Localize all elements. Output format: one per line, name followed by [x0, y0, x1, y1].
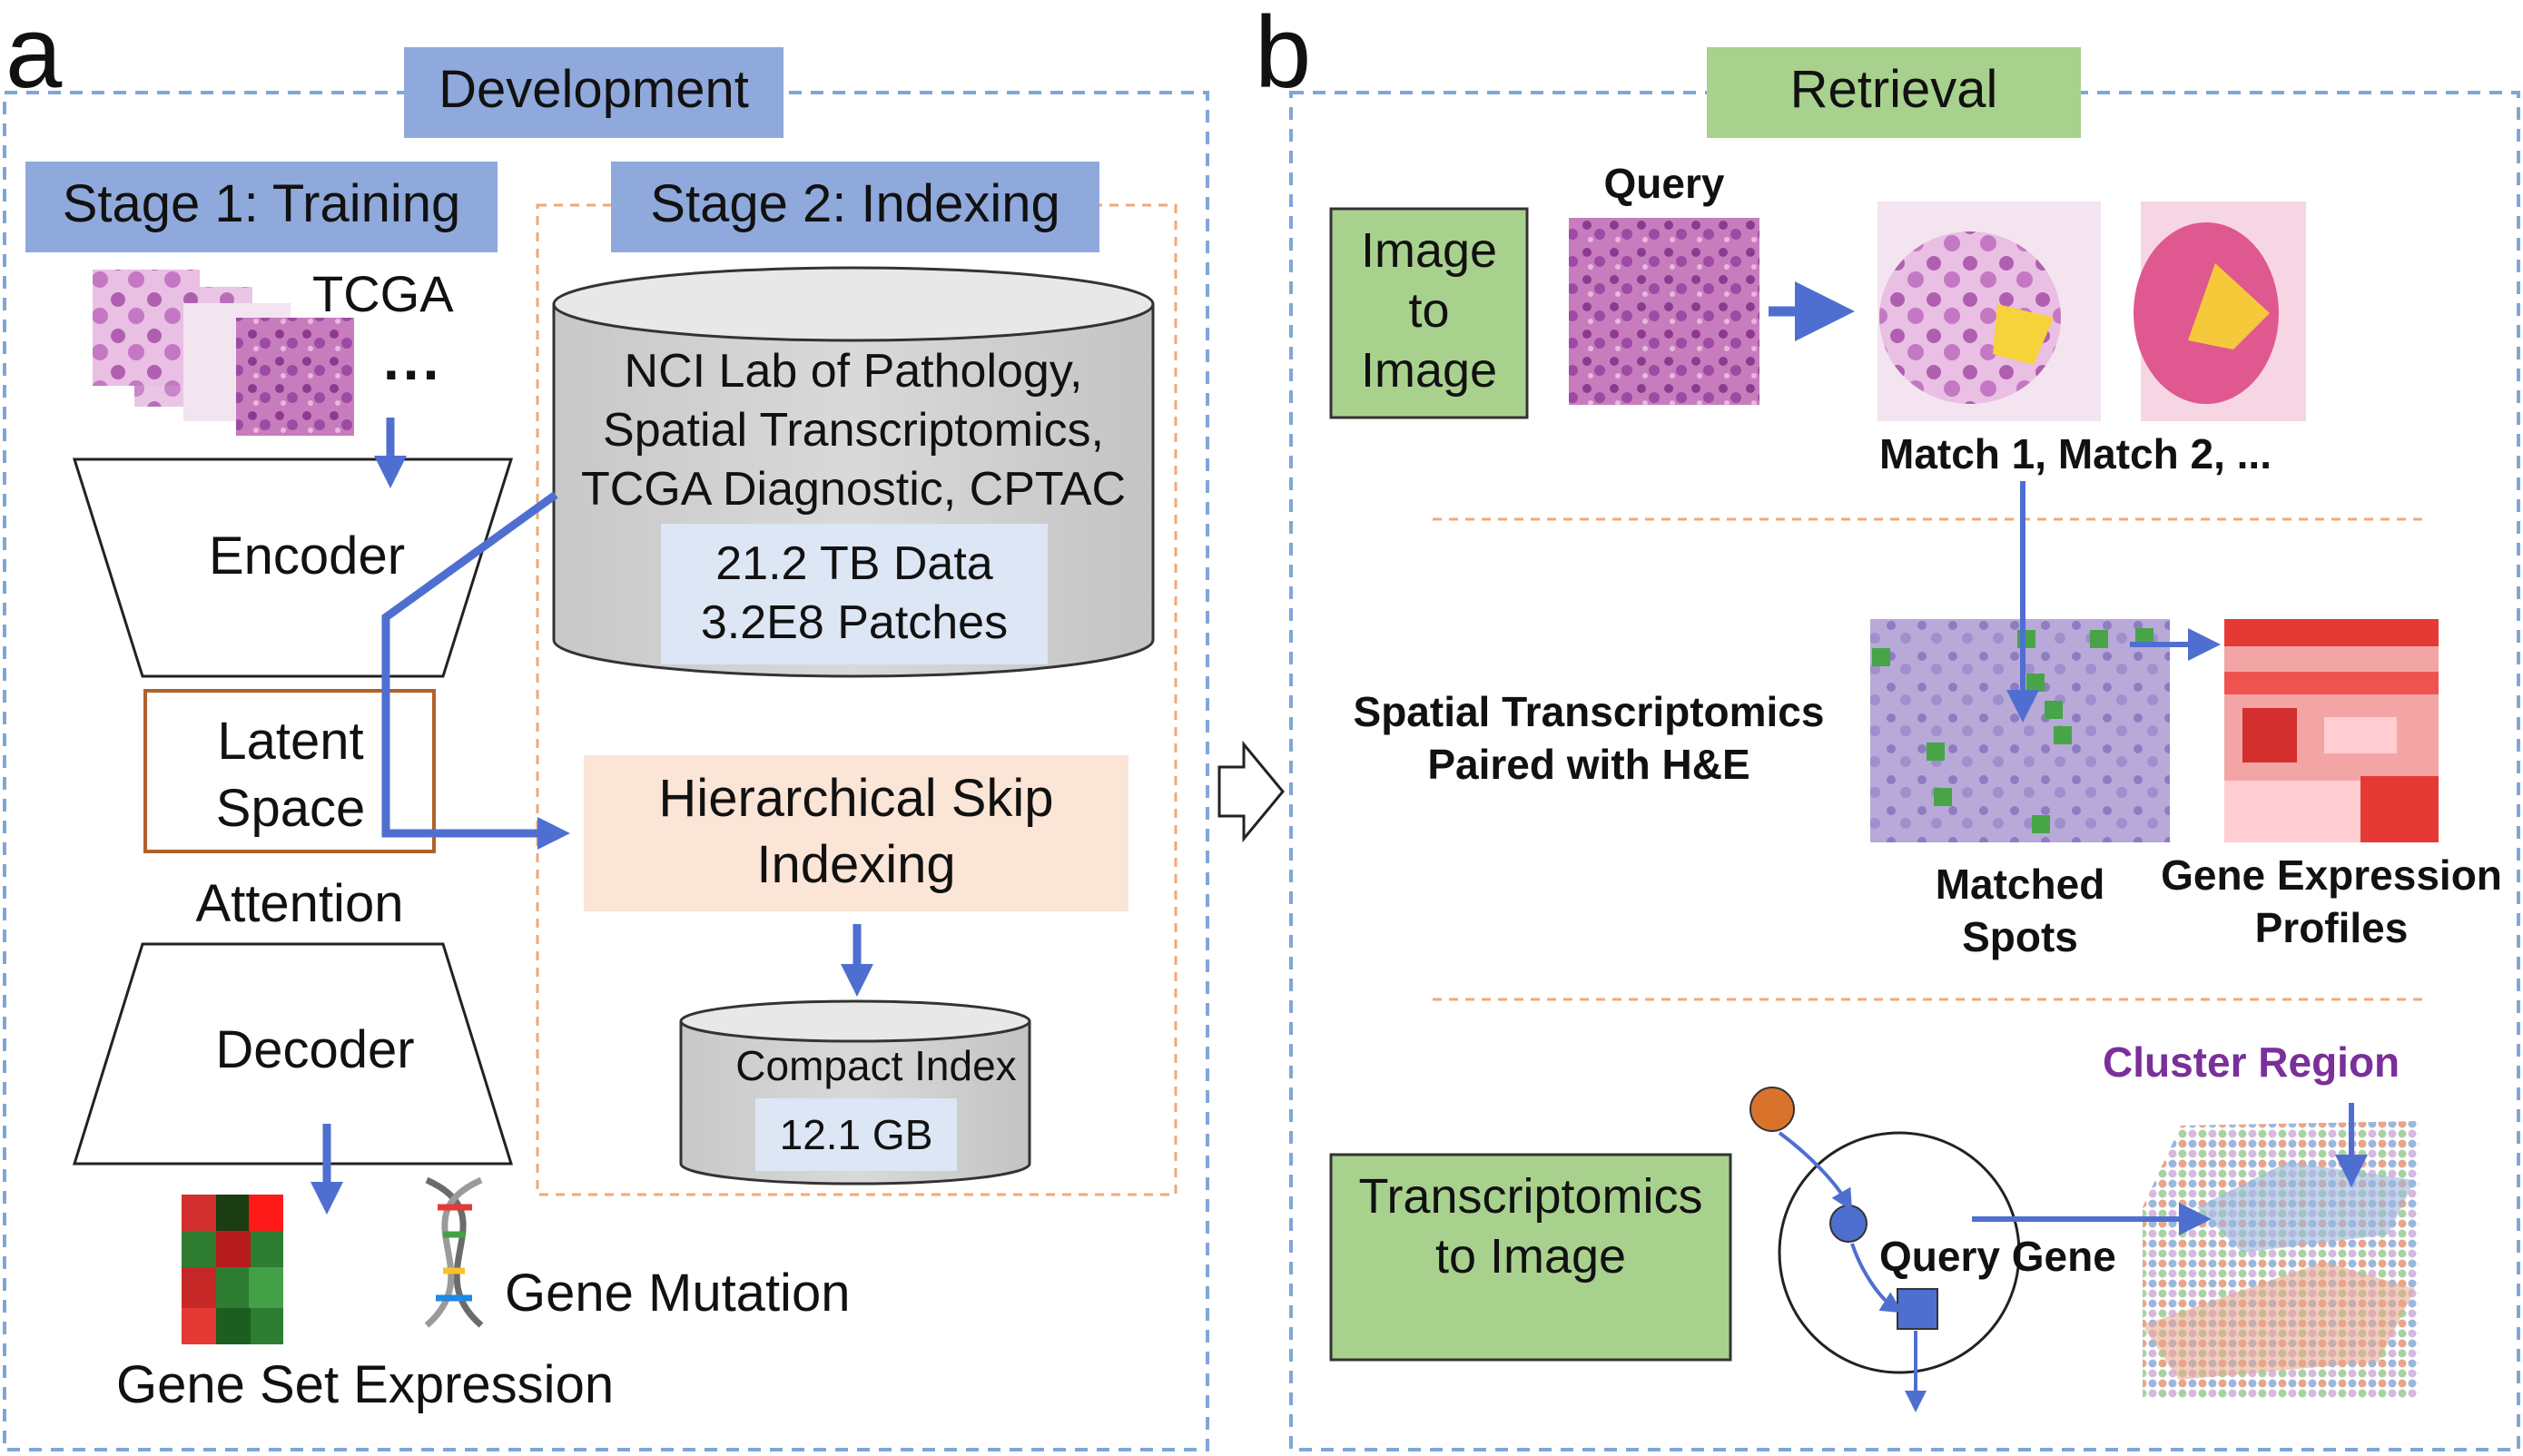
tcga-label: TCGA — [312, 265, 454, 322]
retrieval-title: Retrieval — [1789, 60, 1998, 119]
panel-a-letter: a — [5, 0, 63, 109]
compact-index-cylinder — [679, 999, 1031, 1185]
spatial-tissue-image — [1870, 619, 2170, 842]
indexing-box — [584, 755, 1128, 911]
database-stat-2: 3.2E8 Patches — [700, 596, 1009, 649]
attention-label: Attention — [195, 874, 404, 933]
stage1-header-box — [25, 162, 498, 252]
stage1-title: Stage 1: Training — [62, 174, 461, 233]
latent-space-label: Latent Space — [215, 712, 366, 839]
indexing-label: Hierarchical Skip Indexing — [658, 769, 1054, 894]
image-to-image-box — [1329, 207, 1529, 419]
cluster-region-label: Cluster Region — [2103, 1038, 2400, 1086]
query-label: Query — [1603, 160, 1725, 207]
query-image — [1569, 218, 1759, 405]
gene-set-expression-label: Gene Set Expression — [116, 1355, 615, 1414]
gene-expression-profiles-label: Gene Expression Profiles — [2161, 851, 2502, 951]
gene-set-heatmap — [182, 1195, 283, 1344]
match-image-2 — [2134, 202, 2306, 421]
spatial-label: Spatial Transcriptomics Paired with H&E — [1353, 688, 1825, 788]
database-line-2: Spatial Transcriptomics, — [603, 404, 1104, 457]
image-to-image-label: Image to Image — [1360, 223, 1498, 398]
compact-index-label: Compact Index — [735, 1042, 1017, 1089]
database-cylinder — [552, 266, 1155, 678]
development-header-box — [404, 47, 784, 138]
blue-square — [1897, 1288, 1938, 1330]
transition-arrow — [1217, 740, 1285, 843]
encoder-shape — [72, 457, 514, 678]
tcga-patch-images — [93, 270, 354, 436]
index-size-label: 12.1 GB — [779, 1111, 933, 1158]
tcga-ellipsis: ... — [383, 327, 443, 392]
gene-expression-heatmap — [2224, 619, 2439, 842]
retrieval-header-box — [1707, 47, 2081, 138]
database-line-1: NCI Lab of Pathology, — [624, 345, 1083, 398]
panel-b-letter: b — [1255, 0, 1312, 109]
blue-node — [1829, 1205, 1868, 1243]
database-line-3: TCGA Diagnostic, CPTAC — [580, 463, 1127, 516]
cluster-region-image — [2143, 1121, 2419, 1398]
matches-label: Match 1, Match 2, ... — [1879, 430, 2272, 477]
query-gene-label: Query Gene — [1879, 1233, 2116, 1280]
matched-spots-label: Matched Spots — [1935, 861, 2105, 960]
database-stats-box — [661, 524, 1048, 664]
query-gene-circle — [1778, 1131, 2021, 1374]
orange-node — [1749, 1087, 1795, 1132]
panel-a-arrows — [310, 418, 873, 1215]
stage2-header-box — [611, 162, 1099, 252]
transcriptomics-to-image-label: Transcriptomics to Image — [1358, 1169, 1703, 1284]
panel-a-border — [3, 91, 1209, 1451]
index-size-box — [755, 1098, 957, 1171]
match-image-1 — [1877, 202, 2101, 421]
decoder-label: Decoder — [215, 1020, 415, 1079]
decoder-shape — [72, 942, 514, 1166]
encoder-label: Encoder — [208, 526, 406, 585]
development-title: Development — [439, 60, 749, 119]
transcriptomics-to-image-box — [1329, 1153, 1732, 1362]
panel-b-arrows — [1769, 281, 2368, 1412]
stage2-title: Stage 2: Indexing — [650, 174, 1060, 233]
database-stat-1: 21.2 TB Data — [715, 537, 993, 590]
gene-mutation-label: Gene Mutation — [505, 1264, 851, 1323]
dna-helix-icon — [424, 1176, 484, 1328]
